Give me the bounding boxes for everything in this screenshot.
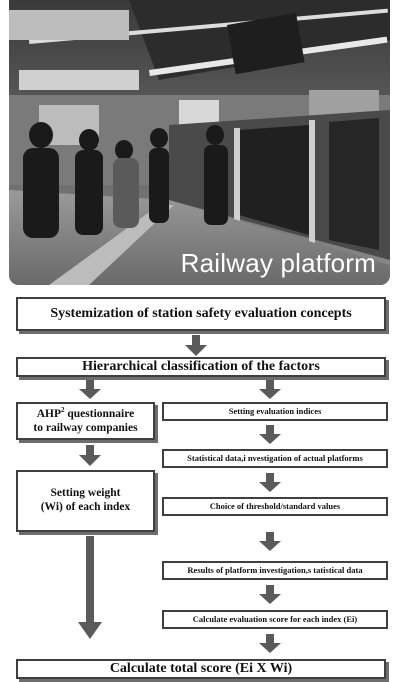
arrow-down-icon (259, 473, 281, 492)
arrow-down-icon (259, 532, 281, 551)
right-step-statistical-data: Statistical data,i nvestigation of actua… (162, 449, 388, 468)
right-step-threshold: Choice of threshold/standard values (162, 497, 388, 516)
arrow-down-icon (185, 335, 207, 356)
ahp-superscript: 2 (61, 406, 65, 415)
step-label: Setting evaluation indices (228, 406, 322, 417)
step-label: Results of platform investigation,s tati… (187, 565, 363, 576)
setting-weight-box: Setting weight (Wi) of each index (16, 470, 155, 532)
total-score-label: Calculate total score (Ei X Wi) (109, 660, 293, 676)
ahp-questionnaire-box: AHP2 questionnaire to railway companies (16, 402, 155, 440)
systemization-box: Systemization of station safety evaluati… (16, 297, 386, 331)
ahp-text: AHP (36, 408, 61, 421)
arrow-down-icon (259, 634, 281, 653)
arrow-down-icon (259, 585, 281, 604)
step-label: Calculate evaluation score for each inde… (192, 614, 358, 625)
ahp-line-1: AHP2 questionnaire (37, 406, 135, 422)
hierarchical-label: Hierarchical classification of the facto… (82, 358, 320, 374)
right-step-evaluation-score: Calculate evaluation score for each inde… (162, 610, 388, 629)
railway-platform-photo: Railway platform (9, 0, 390, 285)
photo-caption: Railway platform (180, 248, 376, 278)
step-label: Choice of threshold/standard values (209, 501, 341, 512)
long-arrow-down-icon (78, 536, 102, 639)
right-step-setting-indices: Setting evaluation indices (162, 402, 388, 421)
ahp-line-2: to railway companies (33, 421, 138, 434)
total-score-box: Calculate total score (Ei X Wi) (16, 659, 386, 679)
weight-line-1: Setting weight (50, 487, 121, 500)
arrow-down-icon (259, 380, 281, 399)
arrow-down-icon (79, 380, 101, 399)
right-step-results: Results of platform investigation,s tati… (162, 561, 388, 580)
arrow-down-icon (259, 425, 281, 444)
hierarchical-box: Hierarchical classification of the facto… (16, 357, 386, 377)
arrow-down-icon (79, 445, 101, 466)
weight-line-2: (Wi) of each index (40, 501, 131, 513)
platform-scene-illustration (9, 0, 390, 285)
step-label: Statistical data,i nvestigation of actua… (187, 453, 363, 464)
ahp-questionnaire-text: questionnaire (64, 408, 135, 421)
systemization-label: Systemization of station safety evaluati… (50, 305, 352, 321)
